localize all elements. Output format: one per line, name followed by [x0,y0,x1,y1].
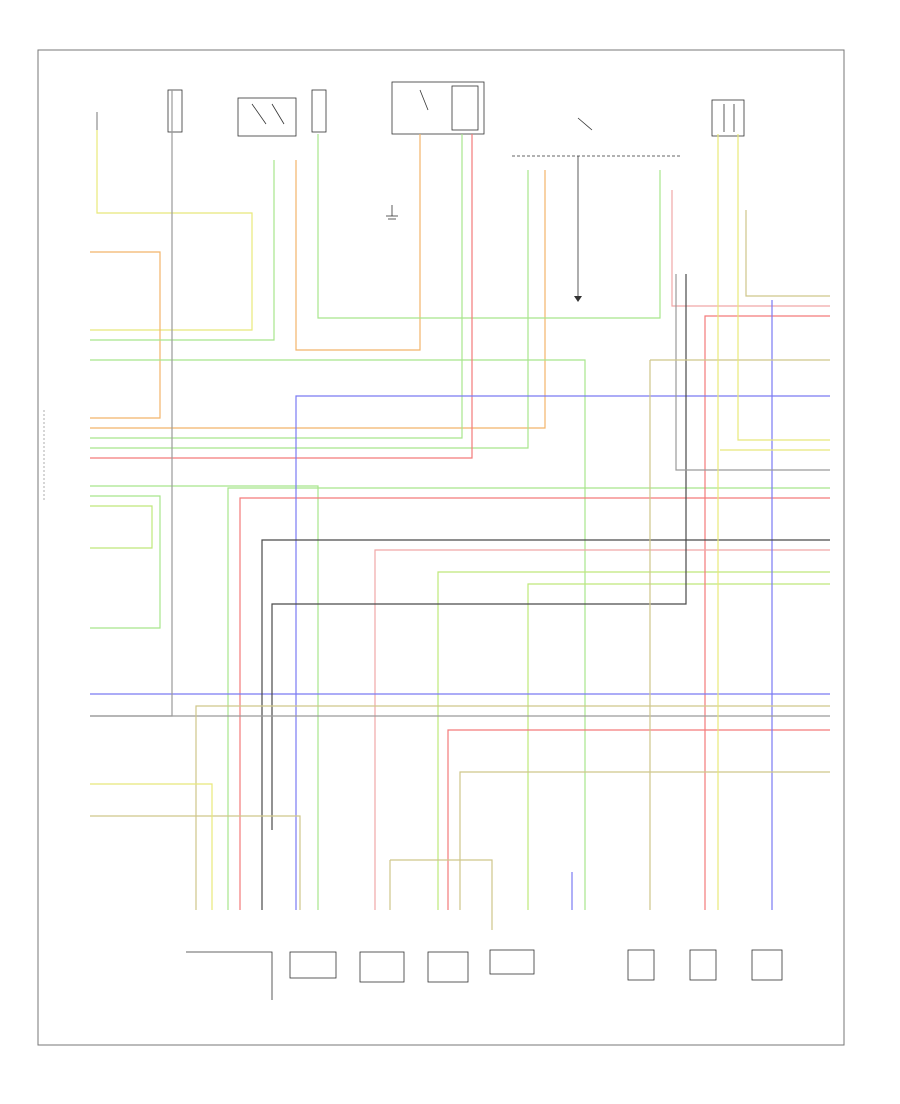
bottom-component-1 [186,951,273,1000]
top-component-6 [512,117,680,302]
top-component-4 [311,89,327,133]
bottom-component-8 [689,949,717,981]
top-component-2 [167,89,183,133]
bottom-component-4 [427,951,469,983]
ground-symbol [386,205,398,220]
bottom-component-9 [751,949,783,981]
top-component-3 [237,97,297,137]
top-component-5 [391,81,485,135]
top-component-7 [711,99,745,137]
bottom-component-3 [359,951,405,983]
wiring-harness [90,90,830,930]
bottom-component-2 [289,951,337,979]
bottom-component-5 [489,949,535,975]
bottom-component-7 [627,949,655,981]
diagram-border [37,49,845,1046]
